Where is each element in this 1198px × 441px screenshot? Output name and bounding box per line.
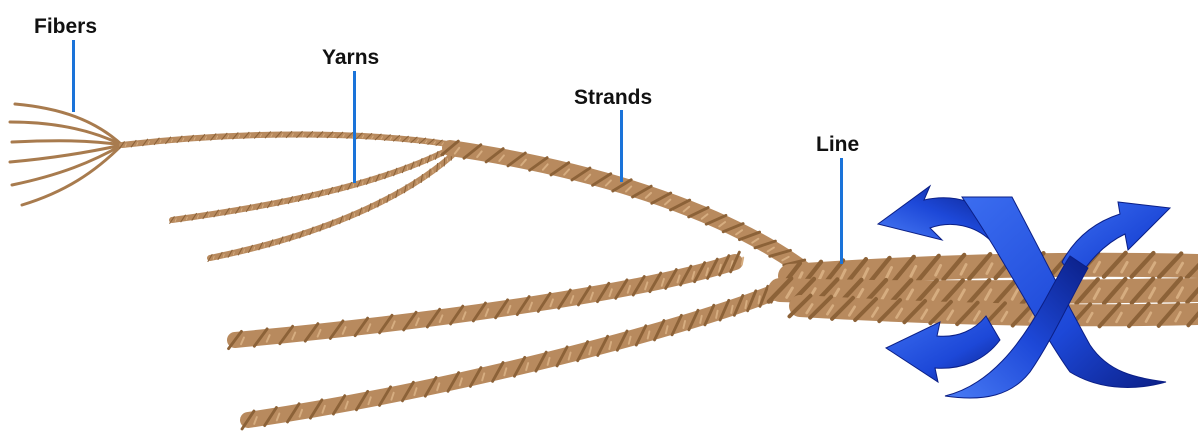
yarns-group bbox=[120, 131, 462, 261]
yarns-label: Yarns bbox=[322, 46, 379, 70]
line-label: Line bbox=[816, 133, 859, 157]
twist-arrow-bottom-left-icon bbox=[886, 316, 1000, 382]
yarns-leader-line bbox=[353, 71, 356, 183]
line-rope bbox=[769, 253, 1198, 327]
yarn-top bbox=[120, 131, 460, 148]
line-leader-line bbox=[840, 158, 843, 264]
strands-group bbox=[229, 141, 831, 429]
strands-leader-line bbox=[620, 110, 623, 182]
strands-label: Strands bbox=[574, 86, 652, 110]
fibers-bundle bbox=[10, 104, 122, 205]
fibers-label: Fibers bbox=[34, 15, 97, 39]
strand-top bbox=[442, 141, 831, 289]
fibers-leader-line bbox=[72, 40, 75, 112]
